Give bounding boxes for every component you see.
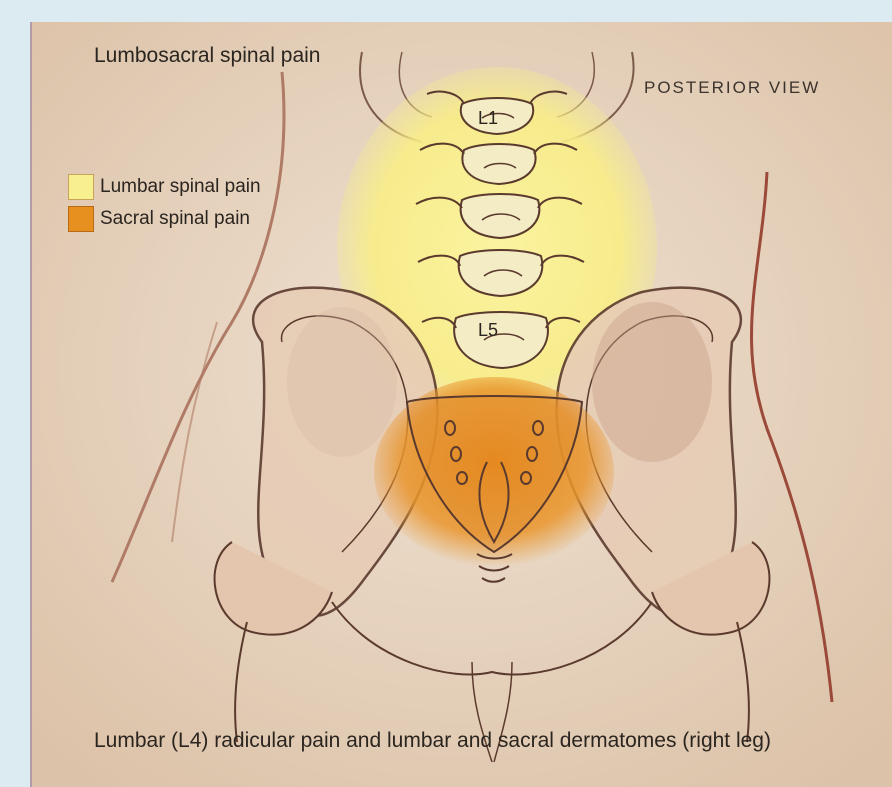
legend-label-lumbar: Lumbar spinal pain bbox=[100, 176, 261, 198]
diagram-title: Lumbosacral spinal pain bbox=[94, 44, 320, 68]
legend-item-sacral: Sacral spinal pain bbox=[68, 206, 261, 232]
legend-label-sacral: Sacral spinal pain bbox=[100, 208, 250, 230]
anatomy-illustration bbox=[32, 22, 892, 787]
lumbar-swatch bbox=[68, 174, 94, 200]
caption: Lumbar (L4) radicular pain and lumbar an… bbox=[94, 726, 874, 755]
vertebra-label-bottom: L5 bbox=[478, 320, 498, 341]
sacral-swatch bbox=[68, 206, 94, 232]
view-label: POSTERIOR VIEW bbox=[644, 78, 820, 98]
illustration-panel: Lumbosacral spinal pain POSTERIOR VIEW L… bbox=[30, 22, 892, 787]
legend: Lumbar spinal pain Sacral spinal pain bbox=[68, 174, 261, 238]
legend-item-lumbar: Lumbar spinal pain bbox=[68, 174, 261, 200]
vertebra-label-top: L1 bbox=[478, 108, 498, 129]
